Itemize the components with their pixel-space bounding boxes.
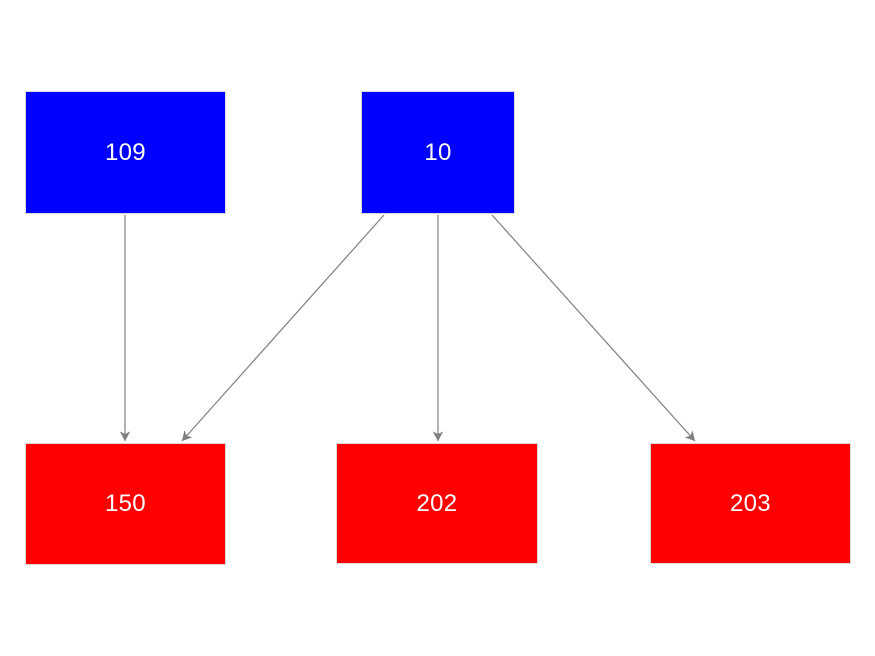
- edges-group: [119, 214, 696, 442]
- node-10[interactable]: 10: [361, 91, 515, 214]
- edge-10-150: [181, 214, 385, 442]
- node-label: 202: [416, 489, 458, 517]
- node-label: 10: [424, 138, 452, 166]
- node-150[interactable]: 150: [25, 443, 226, 565]
- node-label: 203: [730, 489, 771, 517]
- node-109[interactable]: 109: [25, 91, 226, 214]
- edge-10-203: [491, 214, 696, 442]
- node-202[interactable]: 202: [336, 443, 538, 564]
- node-203[interactable]: 203: [650, 443, 851, 564]
- node-label: 150: [105, 490, 146, 517]
- node-label: 109: [105, 138, 146, 166]
